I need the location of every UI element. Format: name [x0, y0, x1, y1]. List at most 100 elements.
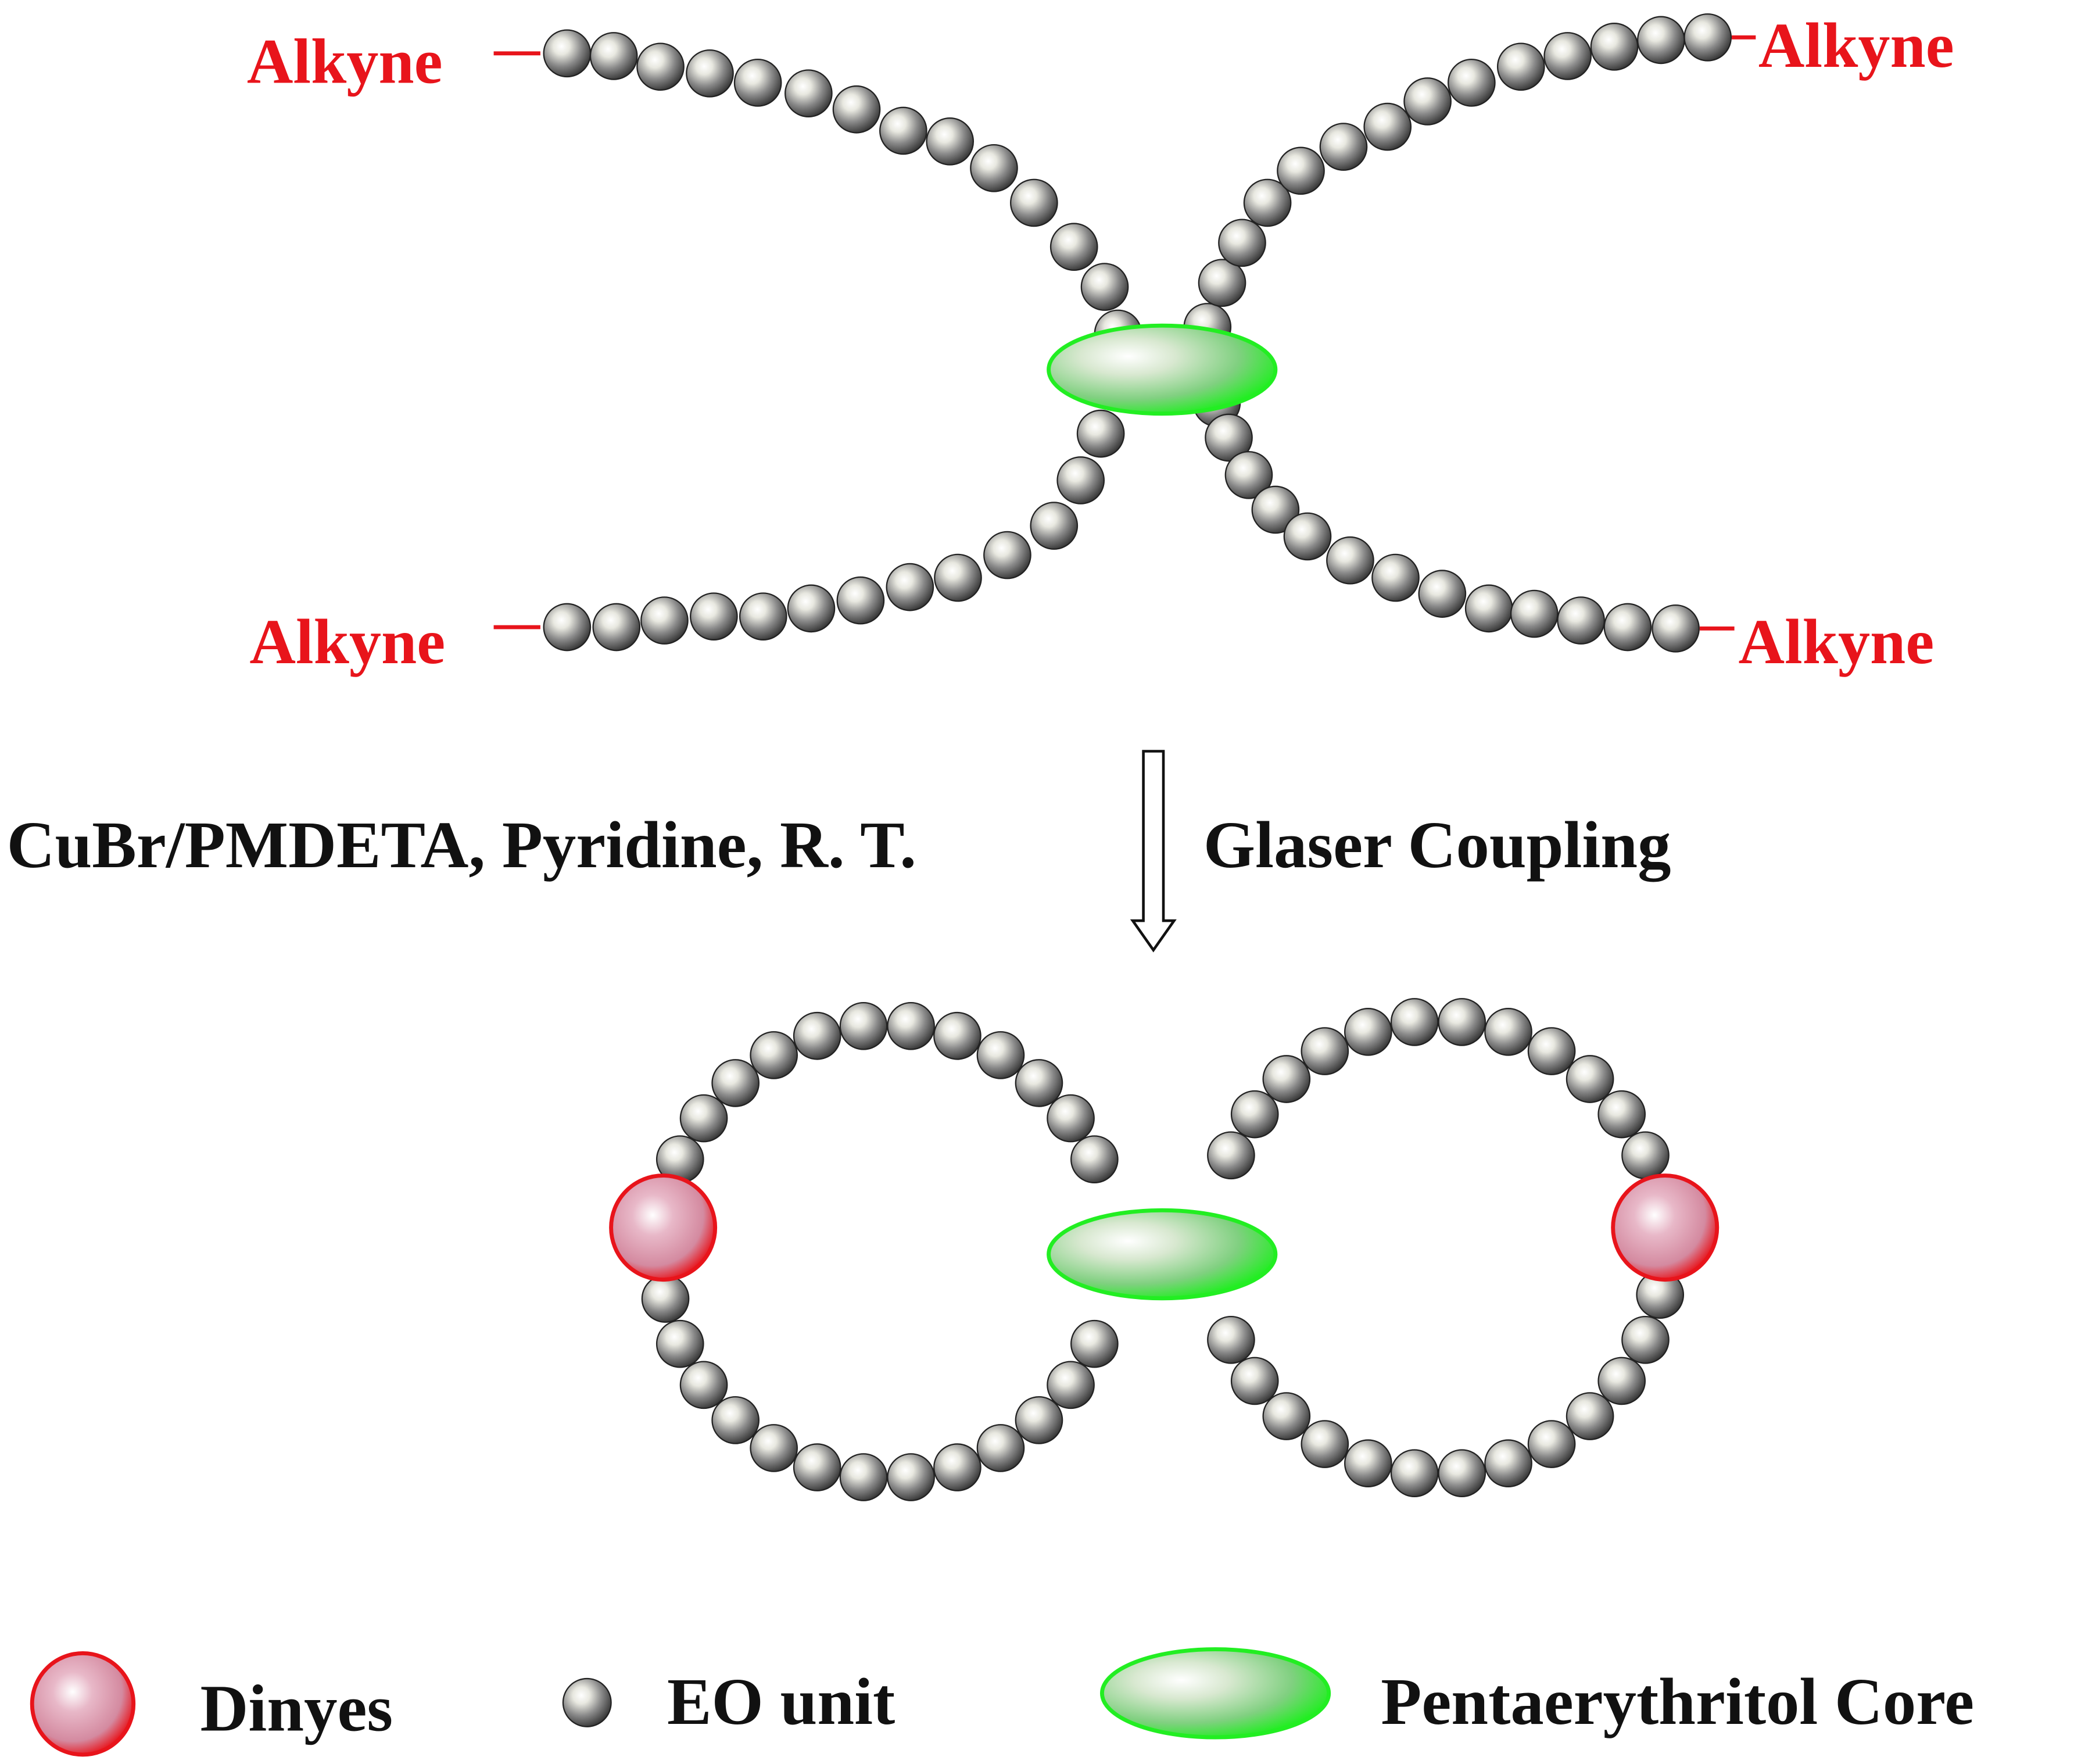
eo-unit-bead-bottom-right — [1326, 536, 1374, 585]
eo-unit-bead-top-right — [1496, 42, 1545, 91]
eo-unit-bead-top-right — [1243, 178, 1292, 227]
eo-unit-bead-ring-left — [976, 1424, 1025, 1472]
eo-unit-bead-top-left — [926, 117, 975, 166]
eo-unit-bead-ring-left — [1070, 1319, 1119, 1368]
eo-unit-bead-ring-right — [1566, 1392, 1614, 1440]
reaction-arrow-icon — [1130, 750, 1177, 953]
alkyne-label-bottom-right: Alkyne — [1739, 606, 1935, 677]
eo-unit-bead-top-left — [1010, 178, 1058, 227]
eo-unit-bead-ring-right — [1438, 1449, 1486, 1498]
eo-unit-bead-ring-right — [1527, 1420, 1576, 1468]
eo-unit-bead-top-right — [1218, 219, 1266, 267]
reaction-name: Glaser Coupling — [1203, 808, 1671, 882]
eo-unit-bead-bottom-left — [1030, 502, 1079, 550]
eo-unit-bead-ring-left — [1015, 1059, 1063, 1107]
legend-eo-unit-icon — [562, 1677, 612, 1727]
eo-unit-bead-top-right — [1403, 77, 1452, 126]
eo-unit-bead-top-right — [1319, 123, 1368, 171]
eo-unit-bead-ring-left — [750, 1424, 798, 1472]
eo-unit-bead-top-right — [1543, 32, 1592, 80]
eo-unit-bead-top-left — [1080, 263, 1129, 311]
eo-unit-bead-ring-left — [839, 1453, 888, 1501]
eo-unit-bead-ring-right — [1262, 1055, 1311, 1103]
eo-unit-bead-ring-left — [839, 1001, 888, 1050]
eo-unit-bead-top-right — [1363, 102, 1412, 151]
eo-unit-bead-ring-right — [1262, 1392, 1311, 1440]
alkyne-label-bottom-left: Alkyne — [249, 606, 445, 677]
eo-unit-bead-ring-right — [1207, 1315, 1255, 1364]
eo-unit-bead-ring-left — [641, 1275, 690, 1323]
eo-unit-bead-bottom-right — [1603, 603, 1652, 652]
legend-core-icon — [1099, 1647, 1331, 1740]
legend-eo-unit-label: EO unit — [667, 1665, 895, 1738]
eo-unit-bead-ring-left — [793, 1443, 841, 1491]
eo-unit-bead-top-left — [1049, 223, 1098, 271]
eo-unit-bead-bottom-left — [787, 584, 836, 633]
eo-unit-bead-bottom-left — [640, 596, 689, 645]
eo-unit-bead-ring-right — [1344, 1439, 1392, 1488]
eo-unit-bead-ring-left — [976, 1031, 1025, 1079]
legend: Dinyes EO unit Pentaerythritol Core — [30, 1647, 1974, 1757]
eo-unit-bead-bottom-left — [983, 531, 1031, 579]
eo-unit-bead-top-right — [1277, 146, 1325, 195]
legend-dinye-icon — [30, 1651, 136, 1757]
eo-unit-bead-top-left — [733, 59, 782, 107]
eo-unit-bead-ring-left — [750, 1031, 798, 1079]
alkyne-label-top-right: Alkyne — [1758, 10, 1954, 81]
pentaerythritol-core-bottom — [1047, 1208, 1278, 1301]
eo-unit-bead-ring-right — [1207, 1131, 1255, 1180]
eo-unit-bead-bottom-left — [886, 563, 934, 611]
eo-unit-bead-ring-left — [1070, 1135, 1119, 1184]
eo-unit-bead-bottom-right — [1205, 413, 1253, 462]
legend-core-label: Pentaerythritol Core — [1381, 1665, 1974, 1738]
eo-unit-bead-bottom-right — [1464, 584, 1513, 633]
eo-unit-bead-top-left — [686, 49, 734, 98]
eo-unit-bead-ring-right — [1484, 1008, 1532, 1056]
legend-dinyes-label: Dinyes — [200, 1672, 393, 1745]
dinye-right — [1611, 1173, 1720, 1282]
eo-unit-bead-top-left — [879, 106, 927, 155]
eo-unit-bead-bottom-right — [1224, 450, 1273, 499]
eo-unit-bead-top-right — [1683, 13, 1732, 62]
eo-unit-bead-ring-left — [711, 1396, 760, 1444]
eo-unit-bead-bottom-left — [739, 592, 787, 641]
eo-unit-bead-ring-left — [655, 1319, 704, 1368]
eo-unit-bead-ring-right — [1344, 1008, 1392, 1056]
eo-unit-bead-ring-right — [1390, 998, 1439, 1046]
eo-unit-bead-bottom-right — [1251, 485, 1300, 534]
eo-unit-bead-bottom-right — [1418, 570, 1467, 618]
eo-unit-bead-bottom-right — [1283, 512, 1332, 561]
eo-unit-bead-ring-left — [887, 1001, 935, 1050]
eo-unit-bead-ring-left — [933, 1011, 981, 1060]
eo-unit-bead-top-left — [970, 144, 1018, 192]
eo-unit-bead-bottom-right — [1510, 589, 1559, 638]
pentaerythritol-core-top — [1047, 323, 1278, 416]
eo-unit-bead-bottom-left — [1056, 456, 1105, 504]
eo-unit-bead-bottom-right — [1652, 604, 1700, 653]
eo-unit-bead-ring-left — [933, 1443, 981, 1491]
dinye-left — [609, 1173, 718, 1282]
eo-unit-bead-top-left — [543, 29, 592, 78]
eo-unit-bead-ring-right — [1621, 1315, 1670, 1364]
eo-unit-bead-top-left — [784, 69, 833, 118]
eo-unit-bead-ring-right — [1597, 1090, 1646, 1139]
eo-unit-bead-ring-right — [1621, 1131, 1670, 1180]
eo-unit-bead-ring-right — [1301, 1027, 1349, 1075]
eo-unit-bead-top-left — [589, 32, 638, 80]
eo-unit-bead-bottom-left — [836, 576, 885, 625]
reaction-conditions: CuBr/PMDETA, Pyridine, R. T. — [7, 808, 916, 882]
eo-unit-bead-bottom-left — [592, 603, 641, 652]
eo-unit-bead-ring-right — [1527, 1027, 1576, 1075]
eo-unit-bead-ring-left — [1047, 1361, 1095, 1409]
eo-unit-bead-bottom-right — [1557, 596, 1605, 645]
eo-unit-bead-ring-right — [1230, 1090, 1279, 1139]
eo-unit-bead-bottom-left — [690, 592, 738, 641]
eo-unit-bead-ring-right — [1390, 1449, 1439, 1498]
eo-unit-bead-ring-left — [679, 1361, 728, 1409]
eo-unit-bead-bottom-right — [1371, 553, 1420, 602]
eo-unit-bead-ring-left — [1047, 1094, 1095, 1143]
eo-unit-bead-ring-left — [679, 1094, 728, 1143]
eo-unit-bead-top-right — [1590, 23, 1639, 71]
eo-unit-bead-top-left — [636, 42, 685, 91]
eo-unit-bead-bottom-left — [934, 553, 982, 602]
